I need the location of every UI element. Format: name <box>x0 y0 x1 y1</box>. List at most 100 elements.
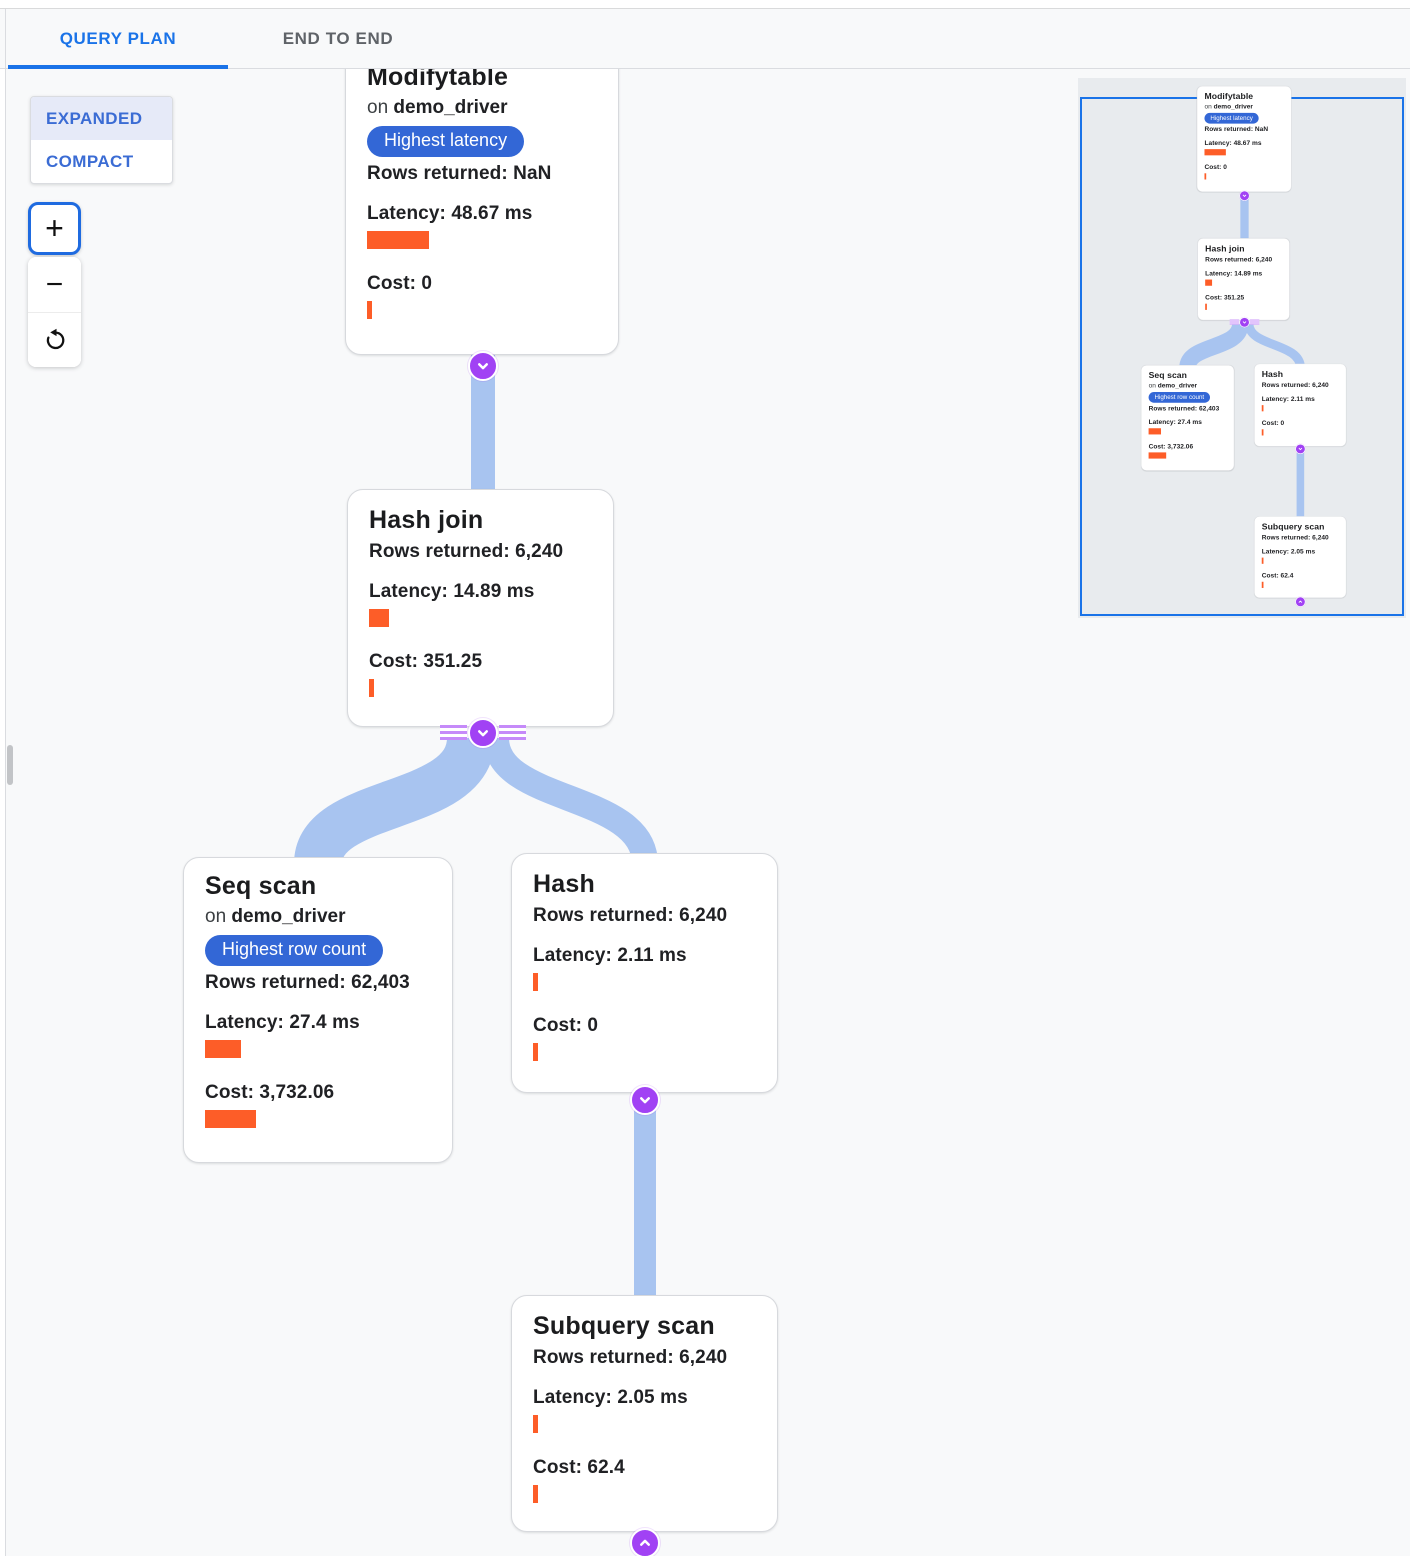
fork-stripes-right <box>499 725 526 740</box>
node-title: Modifytable <box>367 69 509 91</box>
on-prefix: on <box>1204 102 1212 111</box>
node-table: on demo_driver <box>367 97 597 119</box>
cost-bar <box>205 1110 256 1128</box>
collapse-toggle-hash-join[interactable] <box>468 718 498 748</box>
tab-bar: QUERY PLAN END TO END <box>0 9 1410 69</box>
latency-label: Latency: 14.89 ms <box>1205 269 1263 278</box>
table-name: demo_driver <box>393 97 508 118</box>
chevron-up-icon <box>640 1539 650 1546</box>
zoom-secondary-card: − <box>28 257 81 367</box>
rows-returned: Rows returned: NaN <box>367 163 552 184</box>
plan-node-subquery-scan[interactable]: Subquery scan Rows returned: 6,240 Laten… <box>511 1295 778 1532</box>
tab-query-plan[interactable]: QUERY PLAN <box>59 28 177 48</box>
cost-bar <box>369 679 374 697</box>
plan-node-hash[interactable]: Hash Rows returned: 6,240 Latency: 2.11 … <box>1254 363 1347 447</box>
latency-bar <box>205 1040 241 1058</box>
plan-tree: Modifytable on demo_driver Highest laten… <box>1141 86 1348 610</box>
latency-bar <box>1148 428 1162 435</box>
cost-bar <box>1261 581 1264 588</box>
rows-returned: Rows returned: 6,240 <box>533 905 728 926</box>
chevron-down-icon <box>478 363 488 370</box>
expanded-option[interactable]: EXPANDED <box>31 97 172 140</box>
zoom-out-button[interactable]: − <box>28 257 81 312</box>
collapse-toggle-hash-join[interactable] <box>1239 317 1250 328</box>
collapse-toggle-hash[interactable] <box>1295 443 1306 455</box>
compact-option[interactable]: COMPACT <box>46 151 134 171</box>
latency-label: Latency: 2.11 ms <box>533 945 687 966</box>
reset-rotate-icon <box>46 328 64 350</box>
rows-returned: Rows returned: 6,240 <box>533 1347 728 1368</box>
collapse-toggle-modifytable[interactable] <box>1239 190 1250 201</box>
chevron-down-icon <box>478 730 488 737</box>
zoom-controls: + − <box>28 202 81 367</box>
cost-bar <box>1204 173 1207 180</box>
expand-toggle-subquery-scan[interactable] <box>630 1528 660 1556</box>
node-table: on demo_driver <box>1149 382 1227 390</box>
top-divider <box>0 0 1410 9</box>
active-tab-indicator <box>8 65 228 69</box>
node-title: Hash <box>533 870 595 898</box>
cost-label: Cost: 62.4 <box>533 1457 625 1478</box>
plan-node-hash-join[interactable]: Hash join Rows returned: 6,240 Latency: … <box>347 489 614 727</box>
cost-label: Cost: 0 <box>533 1015 599 1036</box>
rows-returned: Rows returned: 6,240 <box>369 541 564 562</box>
plan-node-seq-scan[interactable]: Seq scan on demo_driver Highest row coun… <box>183 857 453 1163</box>
latency-bar <box>369 609 389 627</box>
on-prefix: on <box>1148 382 1156 390</box>
plan-node-subquery-scan[interactable]: Subquery scan Rows returned: 6,240 Laten… <box>1254 516 1347 598</box>
cost-label: Cost: 3,732.06 <box>205 1082 335 1103</box>
vertical-scrollbar-thumb[interactable] <box>7 745 13 785</box>
node-title: Modifytable <box>1204 91 1254 101</box>
chevron-down-icon <box>1242 321 1247 324</box>
rows-returned: Rows returned: 6,240 <box>1205 256 1273 264</box>
latency-label: Latency: 27.4 ms <box>1148 418 1202 426</box>
plan-node-hash-join[interactable]: Hash join Rows returned: 6,240 Latency: … <box>1197 238 1290 321</box>
chevron-down-icon <box>640 1097 650 1104</box>
rows-returned: Rows returned: 6,240 <box>1261 534 1329 542</box>
minimap-tree: Modifytable on demo_driver Highest laten… <box>1141 86 1348 610</box>
cost-bar <box>1261 429 1264 436</box>
latency-bar <box>1204 149 1226 156</box>
plan-node-hash[interactable]: Hash Rows returned: 6,240 Latency: 2.11 … <box>511 853 778 1093</box>
plan-node-modifytable[interactable]: Modifytable on demo_driver Highest laten… <box>1196 86 1292 192</box>
chevron-down-icon <box>1242 194 1247 197</box>
node-title: Subquery scan <box>1261 522 1325 532</box>
plan-tree: Modifytable on demo_driver Highest laten… <box>183 69 783 1556</box>
rows-returned: Rows returned: NaN <box>1204 125 1269 133</box>
latency-label: Latency: 2.11 ms <box>1261 395 1315 403</box>
node-title: Seq scan <box>205 872 317 900</box>
latency-label: Latency: 14.89 ms <box>369 581 535 602</box>
cost-label: Cost: 62.4 <box>1261 572 1294 580</box>
collapse-toggle-hash[interactable] <box>630 1085 660 1115</box>
rows-returned: Rows returned: 62,403 <box>1148 404 1220 413</box>
cost-bar <box>1205 303 1207 310</box>
layout-toggle: EXPANDED COMPACT <box>30 96 173 184</box>
fork-stripes-right <box>1250 319 1260 325</box>
zoom-in-button[interactable]: + <box>28 202 81 255</box>
latency-bar <box>533 1415 538 1433</box>
latency-bar <box>1261 557 1264 564</box>
reset-view-button[interactable] <box>28 312 81 367</box>
highest-row-count-badge: Highest row count <box>1148 392 1211 403</box>
highest-row-count-badge: Highest row count <box>205 935 384 966</box>
cost-bar <box>1148 452 1167 459</box>
rows-returned: Rows returned: 6,240 <box>1261 381 1329 389</box>
fork-stripes-left <box>1229 319 1239 325</box>
expand-toggle-subquery-scan[interactable] <box>1295 596 1306 607</box>
plan-node-modifytable[interactable]: Modifytable on demo_driver Highest laten… <box>345 69 619 355</box>
cost-label: Cost: 0 <box>367 273 433 294</box>
minimap[interactable]: Modifytable on demo_driver Highest laten… <box>1078 78 1406 618</box>
cost-bar <box>533 1485 538 1503</box>
highest-latency-badge: Highest latency <box>367 126 525 157</box>
latency-bar <box>1261 405 1264 412</box>
cost-label: Cost: 3,732.06 <box>1148 442 1194 450</box>
rows-returned: Rows returned: 62,403 <box>205 972 410 993</box>
collapse-toggle-modifytable[interactable] <box>468 351 498 381</box>
plan-node-seq-scan[interactable]: Seq scan on demo_driver Highest row coun… <box>1141 365 1235 471</box>
on-prefix: on <box>205 906 227 927</box>
cost-label: Cost: 351.25 <box>1205 294 1245 302</box>
tab-end-to-end[interactable]: END TO END <box>282 28 394 48</box>
chevron-up-icon <box>1298 600 1303 603</box>
latency-bar <box>1205 279 1213 286</box>
latency-label: Latency: 2.05 ms <box>1261 547 1316 556</box>
